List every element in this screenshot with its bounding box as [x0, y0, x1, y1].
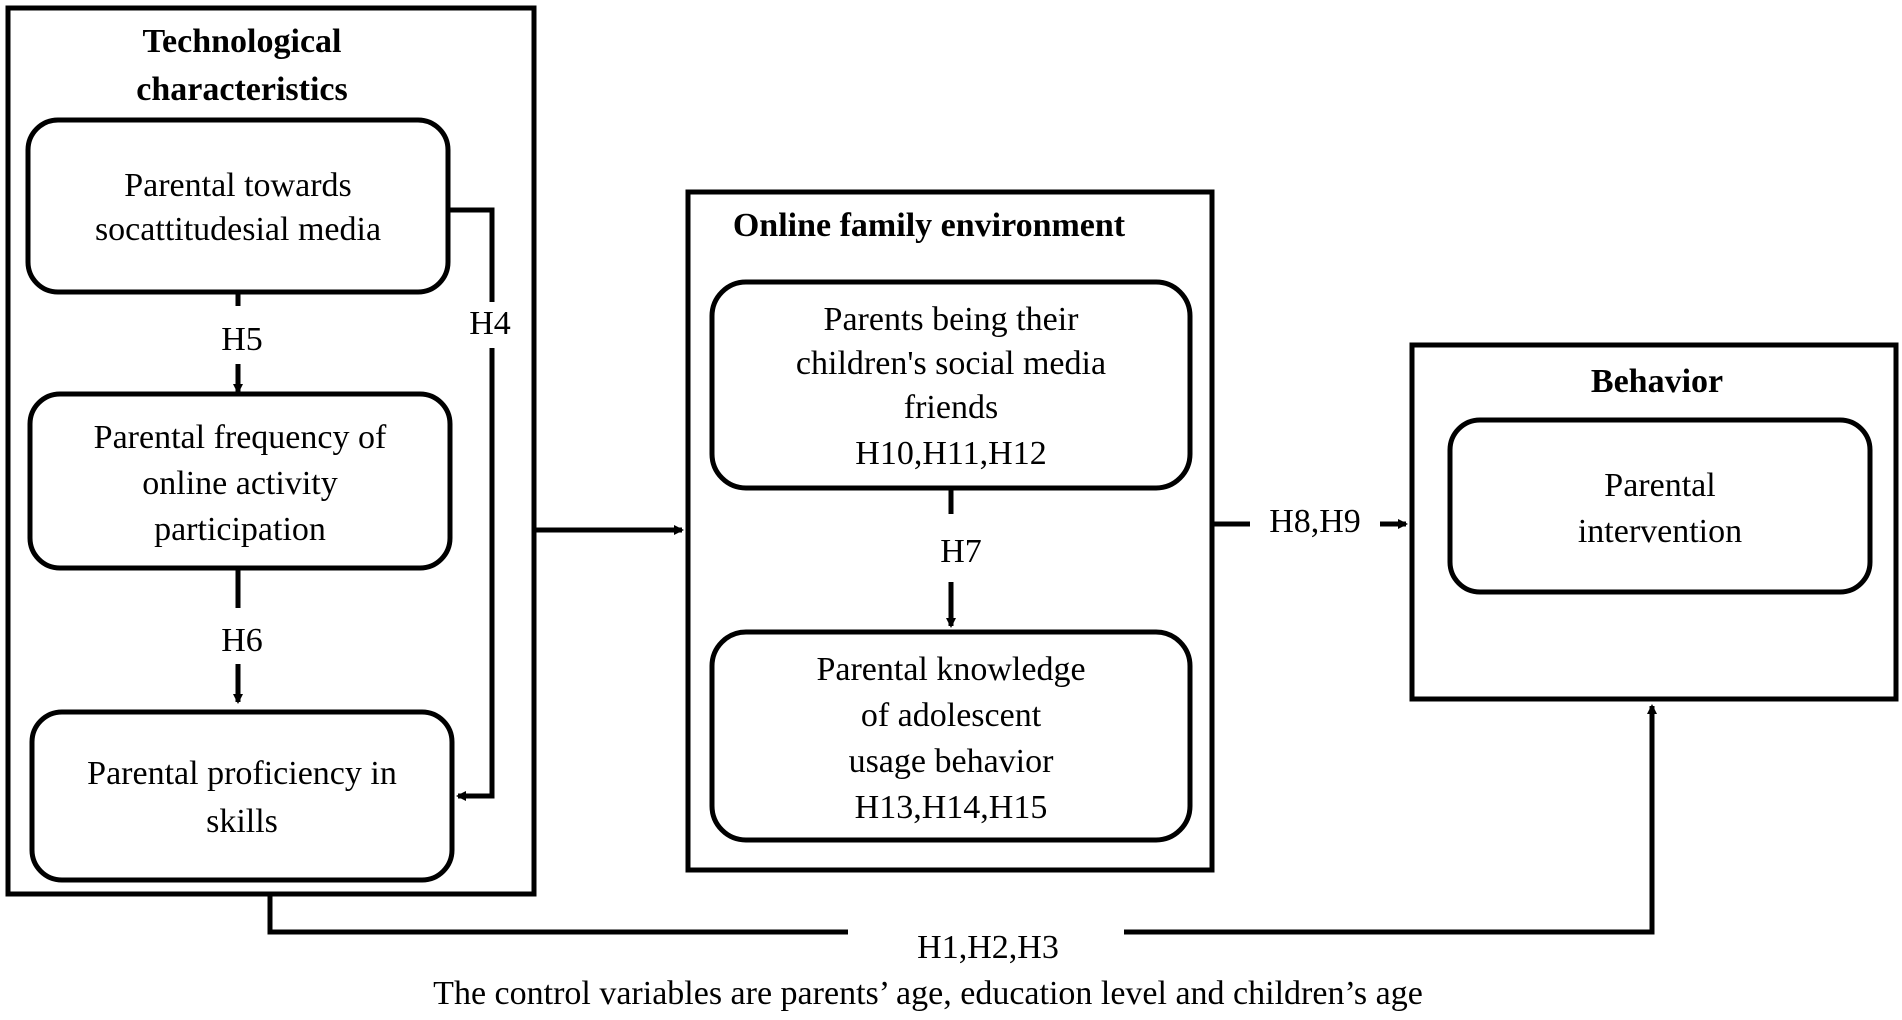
attitude-line2: socattitudesial media [95, 211, 381, 248]
edge-h1h2h3-right [1124, 704, 1657, 935]
knowledge-line2: of adolescent [861, 697, 1042, 734]
behavior-title: Behavior [1591, 363, 1723, 400]
edge-h7-label: H7 [940, 533, 982, 570]
knowledge-line3: usage behavior [849, 743, 1055, 780]
attitude-node [25, 117, 451, 295]
proficiency-line2: skills [206, 803, 278, 840]
friends-line4: H10,H11,H12 [855, 435, 1046, 472]
edge-h4-top [448, 207, 495, 302]
edge-h1h2h3-left [267, 894, 848, 935]
knowledge-node [709, 629, 1193, 843]
friends-line3: friends [904, 389, 998, 426]
edge-h4-label: H4 [469, 305, 511, 342]
technological-title-line2: characteristics [136, 71, 347, 108]
edge-h1h2h3-label: H1,H2,H3 [917, 929, 1059, 966]
edge-h6-label: H6 [221, 622, 263, 659]
frequency-line3: participation [154, 511, 326, 548]
attitude-line1: Parental towards [124, 167, 352, 204]
control-variables-note: The control variables are parents’ age, … [433, 975, 1423, 1012]
intervention-line2: intervention [1578, 513, 1742, 550]
friends-line1: Parents being their [824, 301, 1080, 338]
edge-h8h9-label: H8,H9 [1269, 503, 1361, 540]
intervention-line1: Parental [1604, 467, 1715, 504]
proficiency-node [29, 709, 455, 883]
knowledge-line1: Parental knowledge [816, 651, 1085, 688]
knowledge-line4: H13,H14,H15 [855, 789, 1048, 826]
frequency-line1: Parental frequency of [94, 419, 387, 456]
friends-line2: children's social media [796, 345, 1106, 382]
edge-h4-bottom [456, 348, 495, 801]
proficiency-line1: Parental proficiency in [87, 755, 397, 792]
edge-h5-label: H5 [221, 321, 263, 358]
online-family-title: Online family environment [733, 207, 1126, 244]
technological-title-line1: Technological [143, 23, 342, 60]
frequency-line2: online activity [142, 465, 337, 502]
intervention-node [1447, 417, 1873, 595]
